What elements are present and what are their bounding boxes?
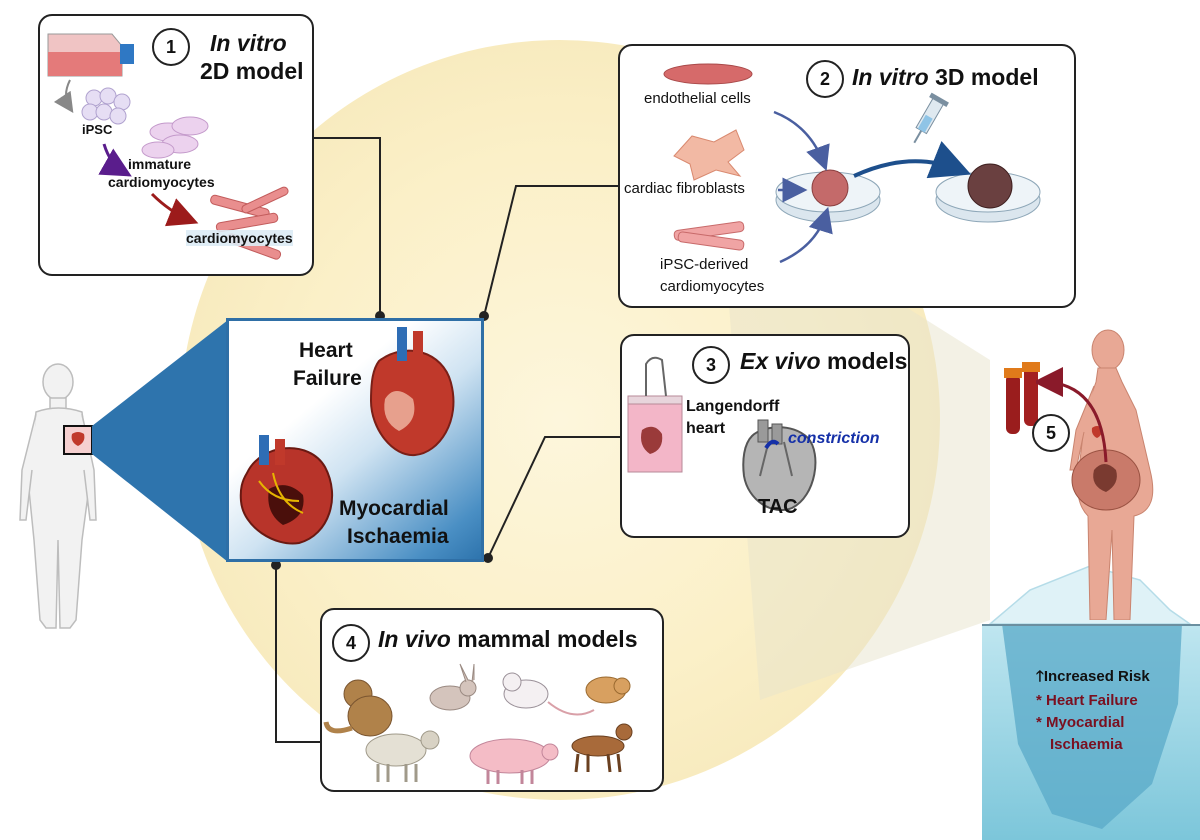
panel2-number-badge: 2	[806, 60, 844, 98]
panel-in-vivo: 4 In vivo mammal models	[320, 608, 664, 792]
animals-illustration	[323, 663, 633, 784]
failing-heart-icon	[369, 327, 455, 457]
panel3-number: 3	[705, 354, 716, 375]
rabbit-icon	[429, 663, 477, 711]
panel2-number: 2	[819, 68, 830, 89]
risk-title-text: Increased Risk	[1043, 668, 1150, 685]
panel1-subtitle: 2D model	[200, 58, 304, 84]
panel3-number-badge: 3	[692, 346, 730, 384]
panel4-number-badge: 4	[332, 624, 370, 662]
blood-tubes	[1004, 362, 1040, 434]
panel3-title: Ex vivo models	[740, 348, 907, 375]
panel3-title-rest: models	[826, 348, 908, 374]
label-cardiomyocytes: cardiomyocytes	[186, 230, 293, 246]
panel2-title: In vitro 3D model	[852, 64, 1039, 91]
pregnant-woman	[1069, 329, 1154, 620]
label-heart-langendorff: heart	[686, 420, 726, 437]
panel4-title: In vivo mammal models	[378, 626, 638, 653]
human-figure	[19, 363, 97, 629]
panel3-illustration	[627, 356, 817, 511]
dog-icon	[571, 723, 633, 773]
sheep-icon	[365, 730, 440, 782]
blood-sample-arrow	[1036, 367, 1108, 463]
label-heart: Heart	[299, 339, 353, 362]
label-failure: Failure	[293, 367, 362, 390]
panel2-title-rest: 3D model	[935, 64, 1039, 90]
label-langendorff: Langendorff	[686, 398, 780, 415]
panel-in-vitro-3d: 2 In vitro 3D model endothelial cells ca…	[618, 44, 1076, 308]
panel3-title-italic: Ex vivo	[740, 348, 821, 374]
endothelial-cell-icon	[663, 63, 753, 85]
label-ipsc: iPSC	[82, 122, 113, 137]
panel2-illustration	[663, 63, 1041, 264]
center-heart-panel: Heart Failure Myocardial Ischaemia	[226, 318, 484, 562]
panel1-number: 1	[165, 36, 176, 57]
hamster-icon	[585, 676, 631, 704]
iceberg-underwater	[982, 624, 1200, 829]
risk-myocardial: * Myocardial	[1036, 714, 1125, 731]
risk-title: 🡑Increased Risk	[1036, 666, 1150, 691]
panel-ex-vivo: 3 Ex vivo models Langendorff heart const…	[620, 334, 910, 538]
pig-icon	[469, 738, 559, 784]
spheroid-icon	[811, 169, 849, 207]
label-immature: immature	[128, 156, 192, 172]
label-cardiac-fibroblasts: cardiac fibroblasts	[624, 180, 745, 197]
up-arrow-icon: 🡑	[1036, 668, 1044, 685]
panel4-number: 4	[345, 632, 356, 653]
label-endothelial-cells: endothelial cells	[644, 90, 751, 107]
label-tac: TAC	[758, 496, 798, 518]
fibroblast-icon	[673, 129, 745, 181]
langendorff-beaker-icon	[627, 356, 683, 473]
panel5-number: 5	[1045, 422, 1056, 443]
heart-illustrations	[239, 327, 455, 545]
panel1-number-badge: 1	[152, 28, 190, 66]
label-ischaemia: Ischaemia	[347, 525, 449, 548]
connector-lines	[275, 137, 620, 743]
panel1-title: In vitro	[210, 30, 287, 57]
risk-heart-failure: * Heart Failure	[1036, 692, 1138, 709]
cardiomyocytes-icon	[210, 186, 289, 260]
zoom-beam	[92, 320, 228, 562]
label-myocardial: Myocardial	[339, 497, 449, 520]
culture-flask-icon	[47, 33, 134, 77]
immature-cardiomyocytes-icon	[141, 116, 209, 159]
panel2-title-italic: In vitro	[852, 64, 929, 90]
label-immature-cardiomyocytes: cardiomyocytes	[108, 174, 215, 190]
risk-ischaemia: Ischaemia	[1050, 736, 1123, 753]
tac-heart-icon	[742, 419, 817, 511]
label-ipsc-derived: iPSC-derived	[660, 256, 749, 273]
panel4-title-rest: mammal models	[457, 626, 638, 652]
ipsc-cluster-icon	[81, 87, 131, 125]
rat-icon	[502, 672, 595, 716]
label-constriction: constriction	[788, 430, 880, 447]
panel5-number-badge: 5	[1032, 414, 1070, 452]
ischaemic-heart-icon	[239, 435, 334, 545]
mature-spheroid-icon	[967, 163, 1013, 209]
panel-in-vitro-2d: 1 In vitro 2D model iPSC immature cardio…	[38, 14, 314, 276]
panel1-title-italic: In vitro	[210, 30, 287, 56]
label-ipsc-cardiomyocytes: cardiomyocytes	[660, 278, 765, 295]
monkey-icon	[323, 679, 393, 737]
ipsc-cardiomyocyte-icon	[673, 221, 745, 251]
syringe-icon	[913, 92, 949, 144]
panel4-title-italic: In vivo	[378, 626, 451, 652]
